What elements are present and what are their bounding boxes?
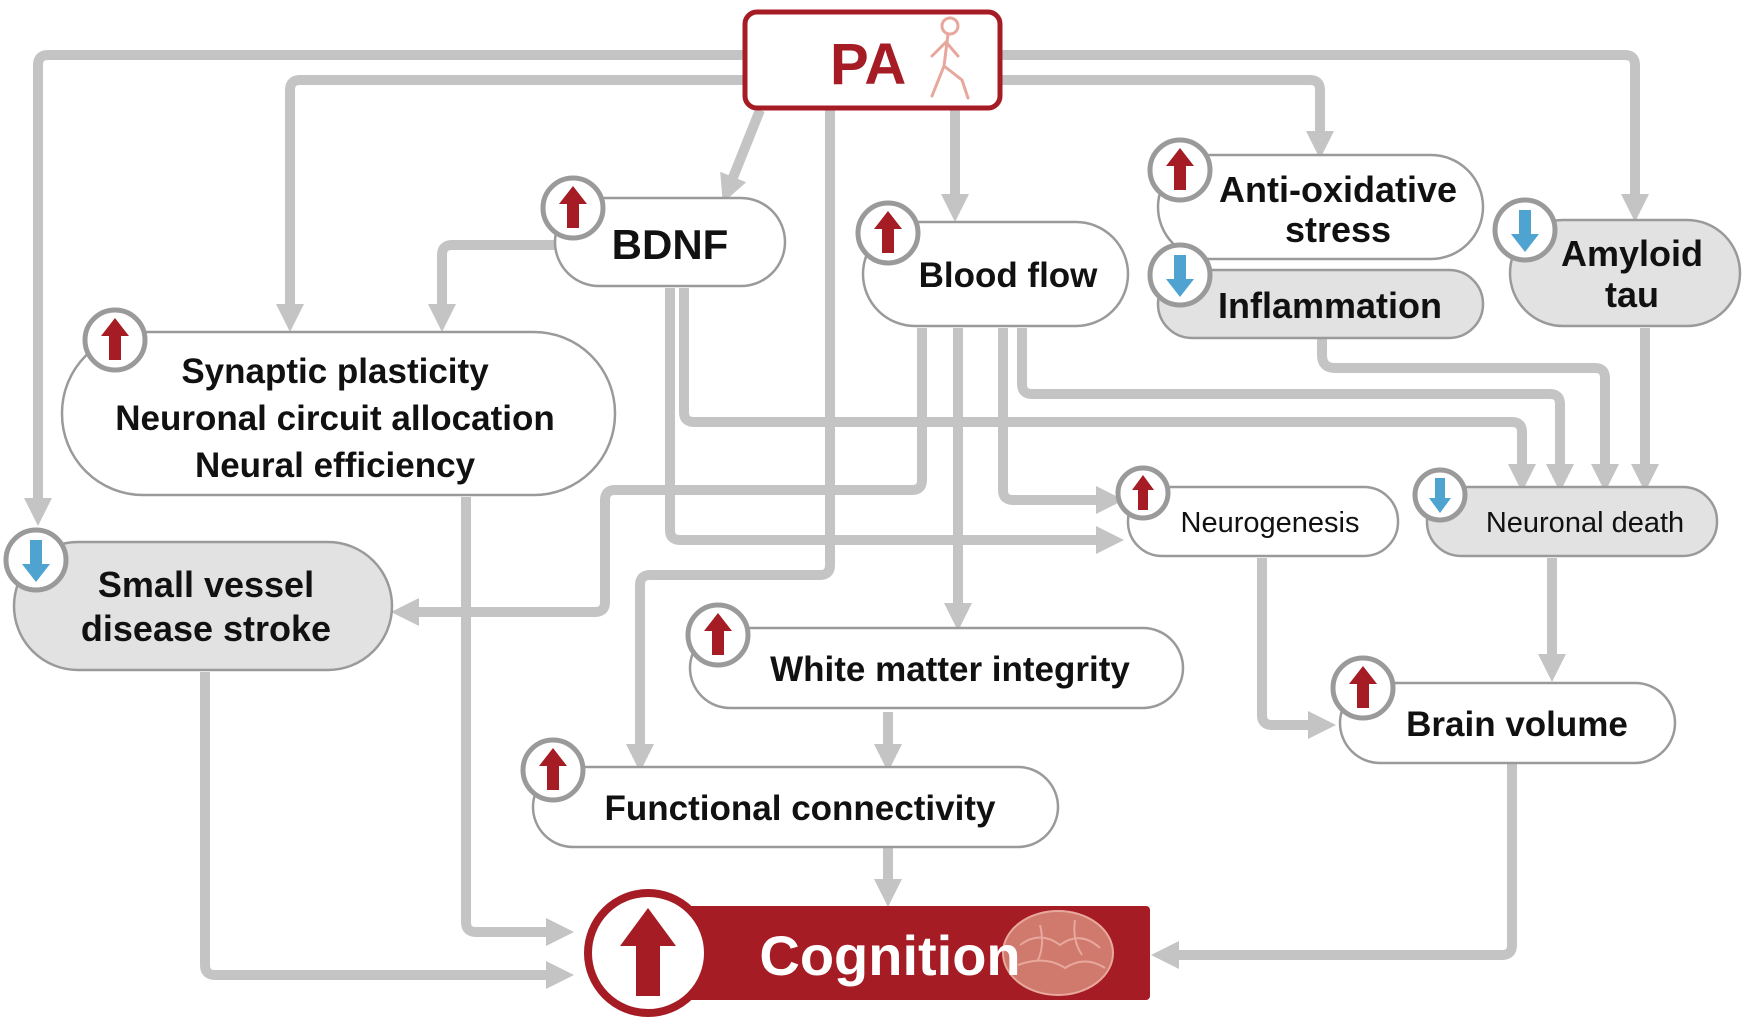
edge-pa-to-anti-oxidative bbox=[1000, 75, 1334, 159]
anti-oxidative-node: Anti-oxidative stress bbox=[1147, 137, 1485, 261]
edge-bdnf-to-neuronal-death bbox=[679, 288, 1536, 492]
neuronal-death-node: Neuronal death bbox=[1412, 467, 1719, 558]
small-vessel-line1: Small vessel bbox=[98, 564, 314, 605]
brain-volume-node: Brain volume bbox=[1330, 655, 1677, 765]
functional-connectivity-node: Functional connectivity bbox=[520, 737, 1060, 849]
anti-oxidative-line1: Anti-oxidative bbox=[1219, 169, 1457, 210]
neurogenesis-label: Neurogenesis bbox=[1181, 507, 1360, 539]
inflammation-label: Inflammation bbox=[1218, 285, 1442, 326]
up-arrow-icon bbox=[82, 307, 148, 373]
up-arrow-icon bbox=[520, 737, 586, 803]
inflammation-node: Inflammation bbox=[1147, 242, 1485, 340]
edge-pa-to-small-vessel bbox=[24, 50, 745, 526]
anti-oxidative-line2: stress bbox=[1285, 209, 1391, 250]
up-arrow-icon bbox=[1147, 137, 1213, 203]
up-arrow-icon bbox=[855, 200, 921, 266]
small-vessel-line2: disease stroke bbox=[81, 608, 331, 649]
up-arrow-icon bbox=[540, 175, 606, 241]
blood-flow-label: Blood flow bbox=[919, 256, 1099, 295]
walking-person-icon bbox=[930, 16, 970, 100]
cognition-node: Cognition bbox=[584, 889, 1150, 1017]
edge-pa-to-amyloid bbox=[1000, 50, 1649, 222]
synaptic-line2: Neuronal circuit allocation bbox=[115, 399, 555, 438]
amyloid-line2: tau bbox=[1605, 274, 1659, 315]
edge-pa-to-synaptic bbox=[276, 75, 745, 332]
down-arrow-icon bbox=[1147, 242, 1213, 308]
edge-pa-to-functional-connectivity bbox=[626, 110, 835, 772]
up-arrow-icon bbox=[584, 889, 712, 1017]
edge-inflammation-to-neuronal-death bbox=[1317, 338, 1619, 492]
small-vessel-node: Small vessel disease stroke bbox=[3, 527, 394, 672]
blood-flow-node: Blood flow bbox=[855, 200, 1130, 328]
edge-pa-to-bdnf bbox=[720, 108, 765, 203]
up-arrow-icon bbox=[1330, 655, 1396, 721]
edge-blood-flow-to-neuronal-death bbox=[1017, 328, 1574, 492]
white-matter-node: White matter integrity bbox=[685, 602, 1185, 710]
white-matter-label: White matter integrity bbox=[770, 650, 1130, 689]
bdnf-label: BDNF bbox=[612, 221, 729, 268]
brain-volume-label: Brain volume bbox=[1406, 705, 1628, 744]
synaptic-node: Synaptic plasticity Neuronal circuit all… bbox=[60, 307, 617, 497]
synaptic-line3: Neural efficiency bbox=[195, 446, 476, 485]
up-arrow-icon bbox=[685, 602, 751, 668]
cognition-label: Cognition bbox=[759, 924, 1020, 987]
bdnf-node: BDNF bbox=[540, 175, 787, 288]
edge-bdnf-to-synaptic bbox=[428, 240, 555, 332]
amyloid-line1: Amyloid bbox=[1561, 233, 1703, 274]
amyloid-node: Amyloid tau bbox=[1492, 197, 1742, 328]
edge-small-vessel-to-cognition bbox=[200, 672, 574, 989]
edge-neurogenesis-to-brain-volume bbox=[1257, 558, 1336, 739]
edges bbox=[24, 50, 1659, 989]
pa-node: PA bbox=[742, 9, 1003, 111]
pa-label: PA bbox=[830, 32, 906, 97]
neurogenesis-node: Neurogenesis bbox=[1115, 465, 1400, 558]
neuronal-death-label: Neuronal death bbox=[1486, 507, 1684, 539]
down-arrow-icon bbox=[3, 527, 69, 593]
edge-bdnf-to-neurogenesis bbox=[665, 288, 1124, 554]
down-arrow-icon bbox=[1492, 197, 1558, 263]
down-arrow-icon bbox=[1412, 467, 1468, 523]
edge-blood-flow-to-small-vessel bbox=[391, 328, 927, 626]
brain-icon bbox=[1002, 910, 1114, 996]
functional-connectivity-label: Functional connectivity bbox=[605, 789, 996, 828]
synaptic-line1: Synaptic plasticity bbox=[181, 352, 489, 391]
up-arrow-icon bbox=[1115, 465, 1171, 521]
edge-blood-flow-to-neurogenesis bbox=[998, 328, 1124, 514]
edge-synaptic-to-cognition bbox=[461, 497, 574, 946]
edge-brain-volume-to-cognition bbox=[1151, 762, 1517, 969]
